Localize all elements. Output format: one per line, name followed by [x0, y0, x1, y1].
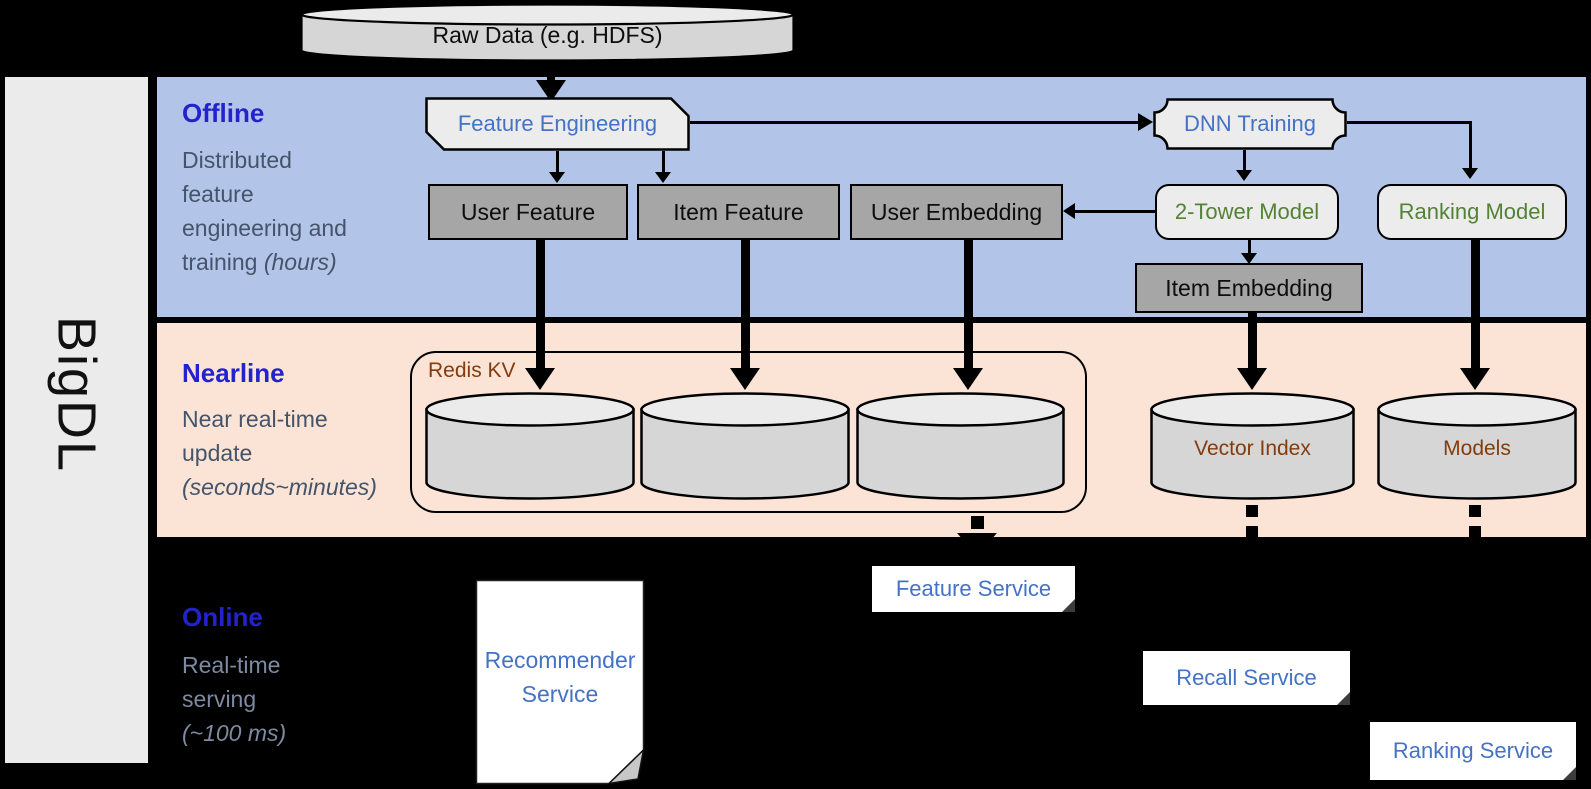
online-title: Online [182, 602, 263, 632]
vector-index-label: Vector Index [1194, 437, 1311, 460]
arrow-dnn-to-twotower-head [1236, 170, 1252, 181]
arrow-fe-to-dnn-line [690, 121, 1140, 124]
dashed-arrow-models-dash-1 [1469, 505, 1481, 517]
recall-service-node: Recall Service [1143, 651, 1350, 705]
dnn-training-node: DNN Training [1153, 98, 1347, 150]
offline-description: Distributed feature engineering and trai… [182, 147, 347, 275]
arrow-rankingmodel-to-models-line [1471, 240, 1480, 370]
arrow-dnn-to-twotower-line [1243, 150, 1246, 171]
two-tower-model-node: 2-Tower Model [1155, 184, 1339, 240]
feature-engineering-label: Feature Engineering [457, 111, 658, 136]
raw-data-label: Raw Data (e.g. HDFS) [432, 21, 663, 48]
nearline-title: Nearline [182, 358, 285, 388]
feature-service-node: Feature Service [872, 566, 1075, 612]
arrow-twotower-to-itemembedding-head [1241, 253, 1257, 264]
dashed-arrow-redis-to-featureservice-head [957, 533, 997, 556]
arrow-twotower-to-userembedding-head [1063, 203, 1075, 219]
item-embedding-node: Item Embedding [1135, 263, 1363, 313]
redis-cylinder-1 [425, 392, 635, 500]
vector-index-node: Vector Index [1150, 392, 1355, 500]
arrow-rankingmodel-to-models-head [1460, 368, 1490, 390]
dnn-training-label: DNN Training [1183, 111, 1317, 136]
cylinder-shape-icon [300, 3, 795, 62]
redis-kv-container [410, 351, 1087, 513]
arrow-userfeature-to-redis-head [525, 368, 555, 390]
recommender-service-node: Recommender Service [475, 579, 645, 785]
arrow-dnn-to-ranking-hline [1347, 121, 1472, 124]
arrow-itemfeature-to-redis-head [730, 368, 760, 390]
arrow-userembedding-to-redis-line [964, 240, 973, 370]
arrow-itemfeature-to-redis-line [741, 240, 750, 370]
item-feature-node: Item Feature [637, 184, 840, 240]
models-label: Models [1443, 437, 1511, 460]
cylinder-shape-icon [425, 392, 635, 500]
ranking-service-node: Ranking Service [1370, 722, 1576, 780]
snip-rect-shape-icon [425, 97, 690, 151]
raw-data-cylinder: Raw Data (e.g. HDFS) [300, 3, 795, 62]
dashed-arrow-vectorindex-dash-2 [1246, 526, 1258, 538]
cylinder-shape-icon [856, 392, 1065, 500]
models-node: Models [1377, 392, 1577, 500]
arrow-rawdata-to-fe-head [536, 80, 566, 102]
arrow-dnn-to-ranking-head [1462, 168, 1478, 179]
arrow-fe-to-userfeature-head [549, 172, 565, 183]
dashed-arrow-models-dash-2 [1469, 526, 1481, 538]
arrow-userfeature-to-redis-line [536, 240, 545, 370]
ranking-model-node: Ranking Model [1377, 184, 1567, 240]
dashed-arrow-redis-to-featureservice-dash [971, 516, 984, 529]
plaque-shape-icon [1153, 98, 1347, 150]
feature-engineering-node: Feature Engineering [425, 97, 690, 151]
document-shape-icon [475, 579, 645, 785]
arrow-dnn-to-ranking-vline [1469, 121, 1472, 169]
arrow-fe-to-userfeature-line [556, 151, 559, 173]
redis-cylinder-3 [856, 392, 1065, 500]
nearline-description: Near real-time update (seconds~minutes) [182, 406, 377, 500]
arrow-fe-to-dnn-head [1138, 113, 1153, 131]
arrow-fe-to-itemfeature-line [662, 151, 665, 173]
dashed-arrow-vectorindex-dash-1 [1246, 505, 1258, 517]
user-feature-node: User Feature [428, 184, 628, 240]
arrow-rawdata-to-fe-line [547, 60, 555, 80]
recommender-service-label: Recommender Service [484, 647, 636, 707]
arrow-fe-to-itemfeature-head [655, 172, 671, 183]
arrow-itemembedding-to-vectorindex-line [1248, 313, 1257, 370]
online-description: Real-time serving (~100 ms) [182, 652, 287, 746]
user-embedding-node: User Embedding [850, 184, 1063, 240]
redis-kv-label: Redis KV [428, 359, 516, 382]
cylinder-shape-icon [640, 392, 850, 500]
cylinder-shape-icon [1377, 392, 1577, 500]
sidebar-bigdl: BigDL [5, 77, 148, 763]
offline-title: Offline [182, 98, 265, 128]
cylinder-shape-icon [1150, 392, 1355, 500]
arrow-userembedding-to-redis-head [953, 368, 983, 390]
arrow-twotower-to-itemembedding-line [1248, 240, 1251, 254]
brand-label: BigDL [46, 316, 107, 474]
redis-cylinder-2 [640, 392, 850, 500]
arrow-itemembedding-to-vectorindex-head [1237, 368, 1267, 390]
arrow-twotower-to-userembedding-line [1075, 210, 1155, 213]
